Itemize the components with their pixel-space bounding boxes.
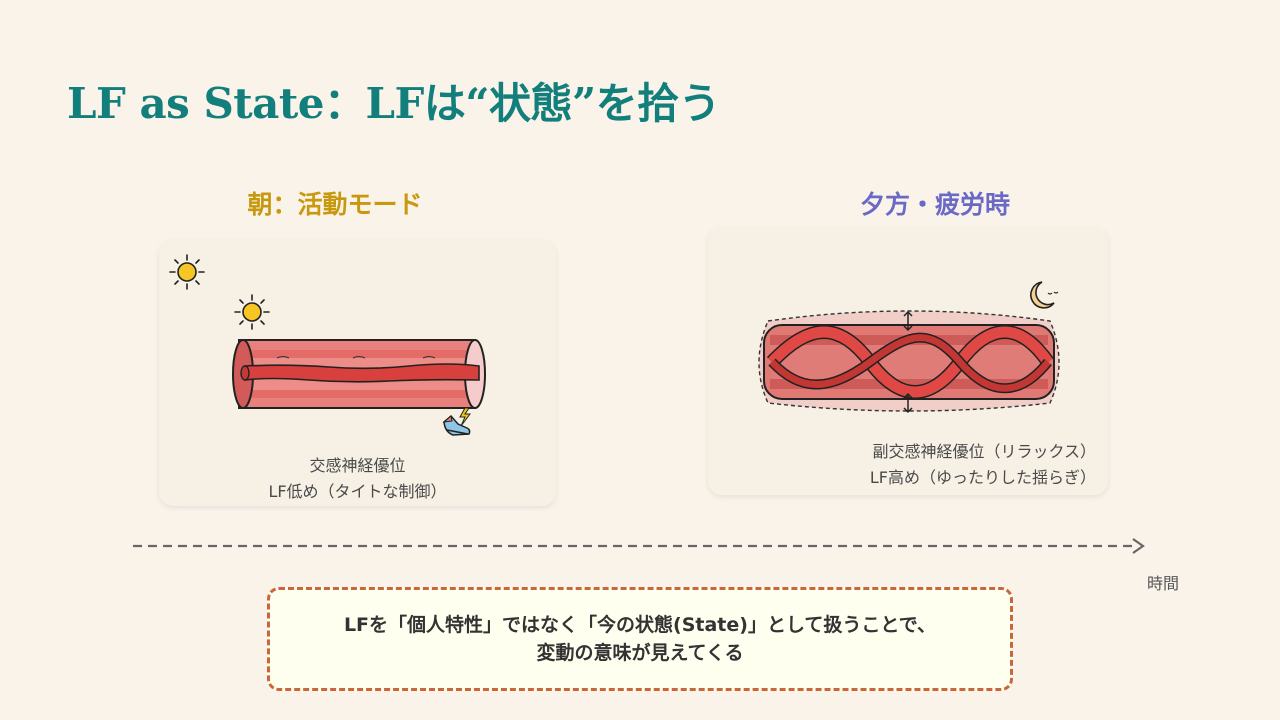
running-shoe-icon [442, 407, 471, 436]
sleeping-moon-icon [1030, 281, 1059, 309]
time-axis-label: 時間 [1147, 574, 1180, 593]
caption-line: LF低め（タイトな制御） [268, 482, 447, 501]
takeaway-note: LFを「個人特性」ではなく「今の状態(State)」として扱うことで、 変動の意… [267, 587, 1013, 691]
morning-heading: 朝：活動モード [247, 190, 423, 219]
slide-title: LF as State：LFは“状態”を拾う [67, 79, 721, 128]
sun-icon [234, 294, 270, 330]
expand-arrow-icon [903, 310, 913, 332]
caption-line: LF高め（ゆったりした揺らぎ） [869, 468, 1096, 487]
expand-arrow-icon [903, 392, 913, 414]
straight-vessel-illustration [232, 339, 486, 409]
morning-card: 交感神経優位 LF低め（タイトな制御） [159, 240, 556, 506]
sun-icon [169, 254, 205, 290]
morning-caption: 交感神経優位 LF低め（タイトな制御） [159, 453, 556, 505]
evening-caption: 副交感神経優位（リラックス） LF高め（ゆったりした揺らぎ） [870, 439, 1096, 491]
wavy-vessel-illustration [758, 310, 1060, 414]
note-line: LFを「個人特性」ではなく「今の状態(State)」として扱うことで、 [343, 614, 937, 636]
time-arrow [133, 538, 1145, 554]
evening-heading: 夕方・疲労時 [859, 190, 1010, 219]
caption-line: 副交感神経優位（リラックス） [872, 442, 1096, 461]
note-line: 変動の意味が見えてくる [536, 642, 744, 664]
caption-line: 交感神経優位 [309, 456, 406, 475]
evening-card: 副交感神経優位（リラックス） LF高め（ゆったりした揺らぎ） [708, 227, 1108, 495]
